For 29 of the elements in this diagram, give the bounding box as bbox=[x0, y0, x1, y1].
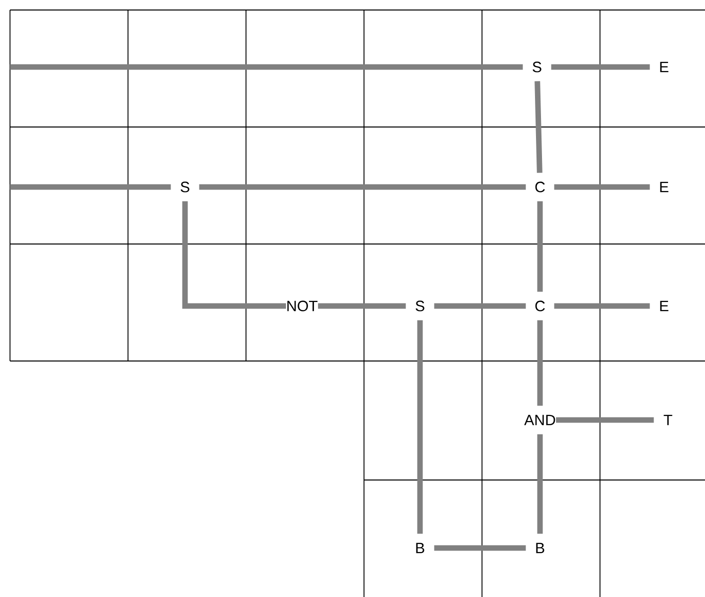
wire bbox=[534, 81, 542, 173]
gate-label: C bbox=[535, 300, 545, 312]
wire bbox=[537, 320, 543, 406]
wire bbox=[551, 64, 650, 70]
gate-label: B bbox=[416, 542, 424, 554]
gate-label: E bbox=[660, 300, 668, 312]
wire bbox=[556, 417, 654, 423]
gate-label: T bbox=[664, 414, 672, 426]
wire bbox=[318, 303, 406, 309]
wire bbox=[199, 184, 526, 190]
wire bbox=[434, 545, 526, 551]
gate-label: B bbox=[536, 542, 544, 554]
gate-label: NOT bbox=[287, 300, 318, 312]
wire bbox=[10, 184, 171, 190]
gate-label: S bbox=[180, 182, 190, 192]
gate-label: S bbox=[532, 62, 542, 72]
gate-label: AND bbox=[524, 414, 556, 426]
wire bbox=[554, 184, 650, 190]
gate-label: E bbox=[660, 182, 668, 192]
gate-label: C bbox=[535, 182, 545, 192]
gate-label: E bbox=[660, 62, 668, 72]
wire bbox=[182, 201, 286, 309]
wire bbox=[10, 64, 523, 70]
wire bbox=[434, 303, 526, 309]
wire bbox=[554, 303, 650, 309]
wire bbox=[417, 320, 423, 534]
gate-label: S bbox=[416, 300, 424, 312]
wire bbox=[537, 434, 543, 534]
wire bbox=[537, 201, 543, 292]
